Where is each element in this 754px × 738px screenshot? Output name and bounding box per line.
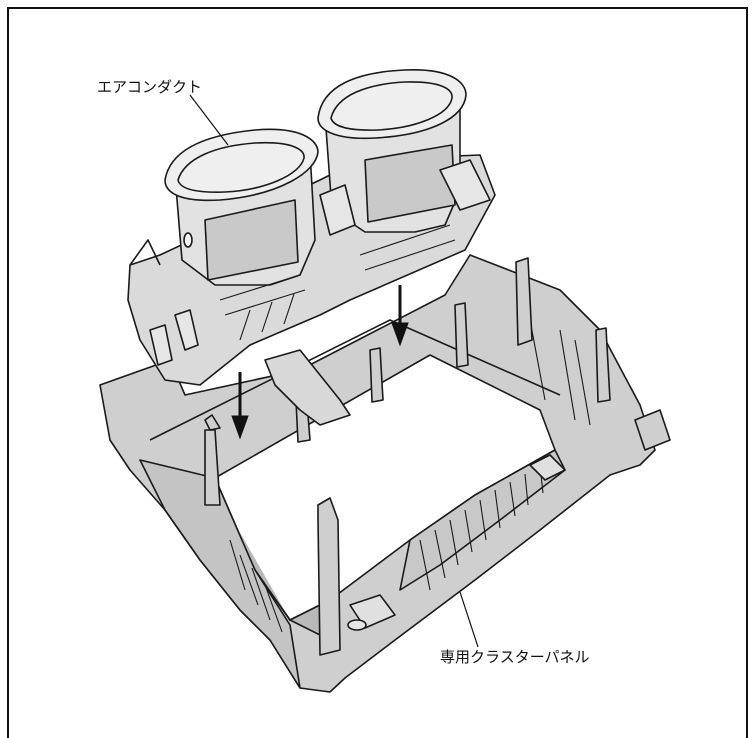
leader-lines (189, 94, 479, 648)
cluster-panel-label: 専用クラスターパネル (440, 648, 590, 666)
install-arrows (231, 285, 409, 440)
cluster-panel (99, 254, 671, 693)
figure-border (7, 7, 748, 738)
air-duct (127, 69, 496, 386)
air-duct-label: エアコンダクト (97, 78, 203, 96)
